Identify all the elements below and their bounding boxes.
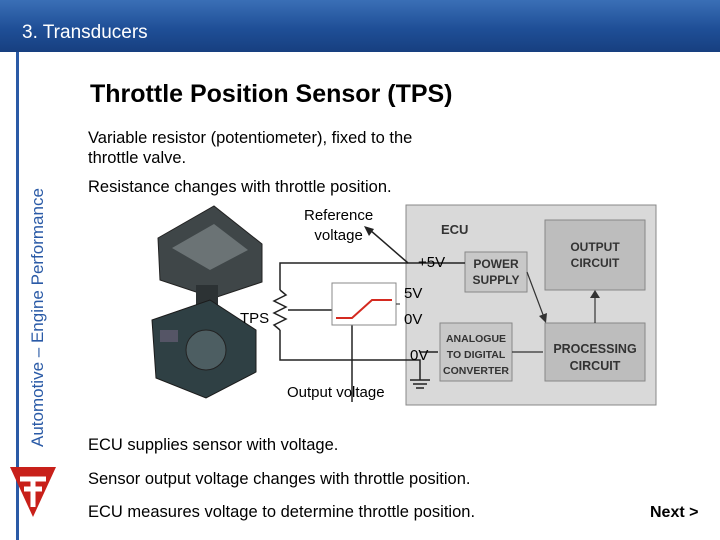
adc-l1: ANALOGUE (446, 333, 506, 345)
graph-0v-label: 0V (404, 311, 423, 328)
tps-label: TPS (240, 310, 270, 327)
adc-l3: CONVERTER (443, 365, 509, 377)
tps-sensor-photo-1 (157, 205, 263, 305)
output-circuit-l1: OUTPUT (570, 240, 620, 254)
header-bar (0, 0, 720, 52)
bullet-1: Variable resistor (potentiometer), fixed… (88, 129, 413, 167)
tps-sensor-photo-2 (151, 299, 257, 399)
power-supply-l2: SUPPLY (473, 273, 520, 287)
side-rule (16, 52, 19, 540)
ecu-label: ECU (441, 222, 468, 237)
bullet-5: ECU measures voltage to determine thrott… (88, 503, 476, 521)
processing-l1: PROCESSING (553, 342, 636, 356)
next-button[interactable]: Next > (650, 504, 699, 521)
processing-l2: CIRCUIT (570, 359, 621, 373)
output-circuit-l2: CIRCUIT (571, 256, 620, 270)
adc-l2: TO DIGITAL (447, 349, 506, 361)
reference-voltage-label: Reference voltage (304, 207, 374, 244)
output-0v-label: 0V (410, 347, 429, 364)
plus5v-label: +5V (418, 254, 446, 271)
graph-5v-label: 5V (404, 285, 423, 302)
power-supply-box (464, 251, 528, 293)
adc-box (439, 322, 513, 382)
voltage-graph-line (336, 299, 392, 319)
bullet-4: Sensor output voltage changes with throt… (88, 470, 471, 488)
institution-logo (10, 467, 56, 517)
output-voltage-label: Output voltage (287, 384, 385, 401)
processing-box (544, 322, 646, 382)
page-title: Throttle Position Sensor (TPS) (90, 80, 453, 108)
section-title: 3. Transducers (22, 22, 148, 43)
bullet-2: Resistance changes with throttle positio… (88, 178, 392, 196)
output-circuit-box (544, 219, 646, 291)
power-supply-l1: POWER (473, 257, 519, 271)
bullet-3: ECU supplies sensor with voltage. (88, 436, 339, 454)
